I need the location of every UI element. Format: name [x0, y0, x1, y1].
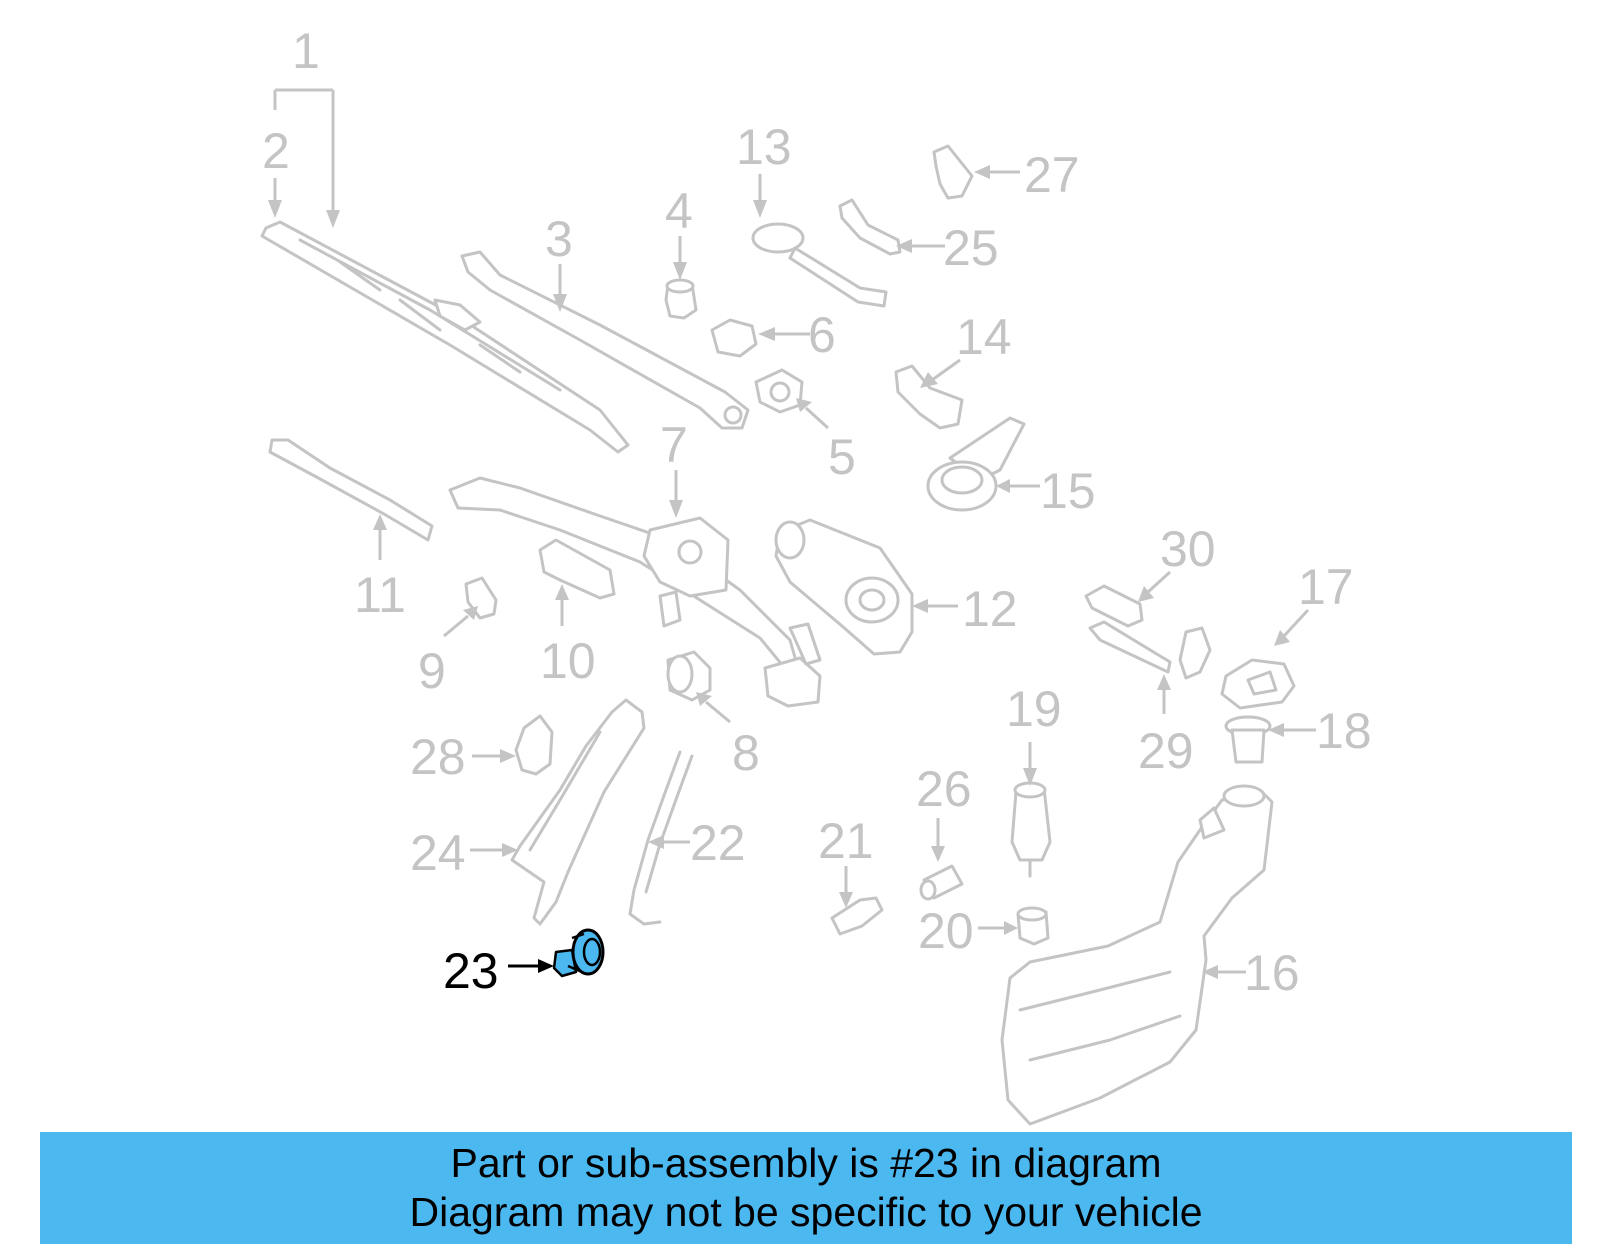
connector[interactable]	[932, 144, 974, 200]
pivot-seal[interactable]	[754, 368, 804, 414]
label-27: 27	[1024, 147, 1080, 203]
label-10: 10	[540, 633, 596, 689]
bushing[interactable]	[666, 650, 712, 702]
label-24: 24	[410, 825, 466, 881]
wiper-linkage[interactable]	[448, 476, 822, 708]
label-10-leader	[555, 584, 569, 626]
strainer[interactable]	[1224, 715, 1272, 764]
grommet-strap[interactable]	[751, 222, 888, 308]
label-20-leader	[978, 921, 1018, 935]
label-3: 3	[545, 211, 573, 267]
label-1-leader	[273, 88, 340, 228]
label-1: 1	[292, 23, 320, 79]
label-12: 12	[962, 581, 1018, 637]
washer-pump[interactable]	[1010, 781, 1052, 878]
caption-line-part: Part or sub-assembly is #23 in diagram	[450, 1140, 1162, 1186]
label-30-leader	[1138, 570, 1172, 602]
linkage-bracket[interactable]	[538, 538, 616, 600]
label-19: 19	[1006, 681, 1062, 737]
label-21: 21	[818, 813, 874, 869]
hose-elbow[interactable]	[830, 896, 884, 936]
link-rod[interactable]	[838, 198, 902, 256]
label-15: 15	[1040, 463, 1096, 519]
mounting-ring[interactable]	[926, 416, 1026, 512]
label-22: 22	[690, 815, 746, 871]
label-11-leader	[373, 514, 387, 560]
label-14-leader	[920, 358, 961, 388]
clip-23-highlighted[interactable]	[552, 928, 605, 978]
hose-connector[interactable]	[919, 864, 964, 901]
arm-cap[interactable]	[664, 278, 698, 320]
label-7: 7	[660, 417, 688, 473]
label-19-leader	[1023, 742, 1037, 786]
label-23-leader	[508, 959, 554, 973]
filler-cap[interactable]	[1220, 658, 1296, 710]
label-13: 13	[736, 119, 792, 175]
label-9: 9	[418, 643, 446, 699]
label-17-leader	[1274, 608, 1310, 646]
cover-plate[interactable]	[1084, 584, 1144, 628]
label-26: 26	[916, 761, 972, 817]
label-22-leader	[648, 835, 690, 849]
cowl-panel[interactable]	[510, 698, 646, 926]
label-29-leader	[1157, 674, 1171, 714]
label-4: 4	[665, 183, 693, 239]
label-2-leader	[268, 178, 282, 218]
clip-28[interactable]	[514, 714, 554, 776]
label-26-leader	[931, 818, 945, 862]
label-9-leader	[443, 606, 478, 638]
label-21-leader	[839, 866, 853, 908]
label-11: 11	[354, 567, 406, 623]
washer-hose[interactable]	[268, 438, 434, 542]
label-25: 25	[943, 220, 999, 276]
label-28-leader	[472, 749, 516, 763]
nut[interactable]	[710, 318, 758, 358]
label-18: 18	[1316, 703, 1372, 759]
label-24-leader	[470, 843, 518, 857]
caption-banner: Part or sub-assembly is #23 in diagram D…	[40, 1132, 1572, 1244]
jet-with-hose[interactable]	[1088, 620, 1212, 680]
wiper-arm[interactable]	[460, 250, 750, 430]
label-23: 23	[443, 943, 499, 999]
label-30: 30	[1160, 521, 1216, 577]
label-6-leader	[758, 327, 810, 341]
label-28: 28	[410, 729, 466, 785]
caption-line-disclaimer: Diagram may not be specific to your vehi…	[409, 1189, 1203, 1235]
label-8: 8	[732, 725, 760, 781]
label-3-leader	[553, 264, 567, 312]
label-4-leader	[673, 236, 687, 280]
label-5-leader	[796, 398, 830, 430]
label-29: 29	[1138, 723, 1194, 779]
label-17: 17	[1298, 559, 1354, 615]
label-16: 16	[1244, 945, 1300, 1001]
label-12-leader	[912, 599, 958, 613]
label-20: 20	[918, 903, 974, 959]
pump-grommet[interactable]	[1016, 906, 1050, 946]
washer-reservoir[interactable]	[1000, 784, 1274, 1126]
label-25-leader	[896, 239, 945, 253]
label-13-leader	[753, 174, 767, 218]
label-16-leader	[1202, 965, 1246, 979]
label-6: 6	[808, 307, 836, 363]
bracket[interactable]	[894, 364, 964, 430]
label-27-leader	[974, 165, 1020, 179]
label-7-leader	[669, 470, 683, 518]
wiper-motor[interactable]	[774, 518, 914, 656]
label-2: 2	[262, 123, 290, 179]
label-5: 5	[828, 429, 856, 485]
wiper-blade[interactable]	[260, 220, 630, 454]
label-15-leader	[996, 479, 1040, 493]
washer-line[interactable]	[628, 750, 694, 926]
label-8-leader	[696, 692, 731, 724]
label-18-leader	[1268, 723, 1316, 737]
label-14: 14	[956, 309, 1012, 365]
